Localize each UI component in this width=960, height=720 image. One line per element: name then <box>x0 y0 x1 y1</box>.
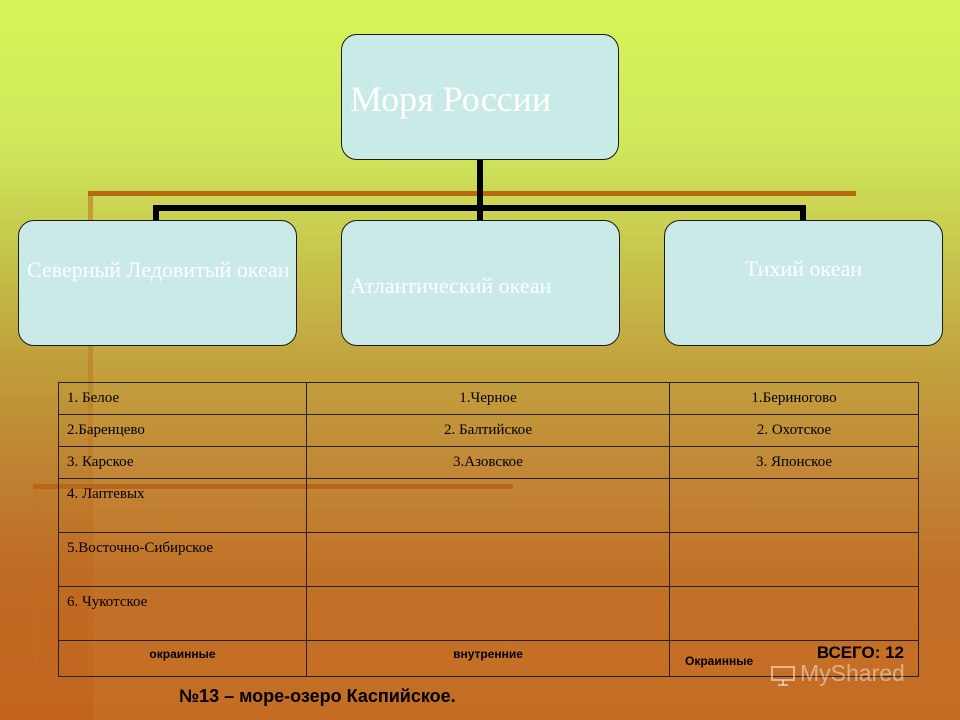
ocean-node-label: Тихий океан <box>744 256 863 281</box>
table-row: 2.Баренцево 2. Балтийское 2. Охотское <box>58 414 919 447</box>
table-cell: 2. Балтийское <box>306 414 670 447</box>
connector-line <box>477 205 483 220</box>
table-row: 1. Белое 1.Черное 1.Бериногово <box>58 382 919 415</box>
ocean-node-arctic: Северный Ледовитый океан <box>18 220 297 346</box>
table-cell: 4. Лаптевых <box>58 478 307 533</box>
table-cell: 2. Охотское <box>669 414 919 447</box>
table-cell <box>669 532 919 587</box>
table-row: 4. Лаптевых <box>58 478 919 533</box>
presentation-icon <box>771 665 795 686</box>
connector-line <box>800 205 806 220</box>
connector-line <box>477 160 483 210</box>
table-cell: 3. Японское <box>669 446 919 479</box>
footer-label: Окраинные <box>685 654 754 668</box>
table-cell <box>306 478 670 533</box>
table-cell <box>669 478 919 533</box>
table-footer-row: окраинные внутренние Окраинные ВСЕГО: 12 <box>58 640 919 677</box>
watermark: MyShared <box>770 660 905 687</box>
ocean-node-pacific: Тихий океан <box>664 220 943 346</box>
decorative-stripe <box>33 489 37 689</box>
table-cell: 1.Бериногово <box>669 382 919 415</box>
seas-table: 1. Белое 1.Черное 1.Бериногово 2.Баренце… <box>58 382 919 677</box>
ocean-node-label: Северный Ледовитый океан <box>27 257 290 282</box>
footer-cell: окраинные <box>58 640 307 677</box>
table-cell: 5.Восточно-Сибирское <box>58 532 307 587</box>
table-row: 6. Чукотское <box>58 586 919 641</box>
footer-cell: внутренние <box>306 640 670 677</box>
root-node-label: Моря России <box>350 79 552 119</box>
decorative-stripe <box>88 191 856 196</box>
root-node: Моря России <box>341 34 619 160</box>
watermark-text: MyShared <box>800 660 905 686</box>
ocean-node-atlantic: Атлантический океан <box>341 220 620 346</box>
table-cell: 1.Черное <box>306 382 670 415</box>
table-cell: 1. Белое <box>58 382 307 415</box>
connector-line <box>153 205 159 220</box>
table-cell: 6. Чукотское <box>58 586 307 641</box>
table-cell: 3.Азовское <box>306 446 670 479</box>
table-row: 5.Восточно-Сибирское <box>58 532 919 587</box>
total-count: ВСЕГО: 12 <box>816 643 904 662</box>
table-cell <box>669 586 919 641</box>
table-cell <box>306 586 670 641</box>
table-row: 3. Карское 3.Азовское 3. Японское <box>58 446 919 479</box>
table-cell: 2.Баренцево <box>58 414 307 447</box>
table-cell: 3. Карское <box>58 446 307 479</box>
footnote: №13 – море-озеро Каспийское. <box>179 686 456 706</box>
footer-cell: Окраинные ВСЕГО: 12 <box>669 640 919 677</box>
table-cell <box>306 532 670 587</box>
ocean-node-label: Атлантический океан <box>350 273 552 298</box>
